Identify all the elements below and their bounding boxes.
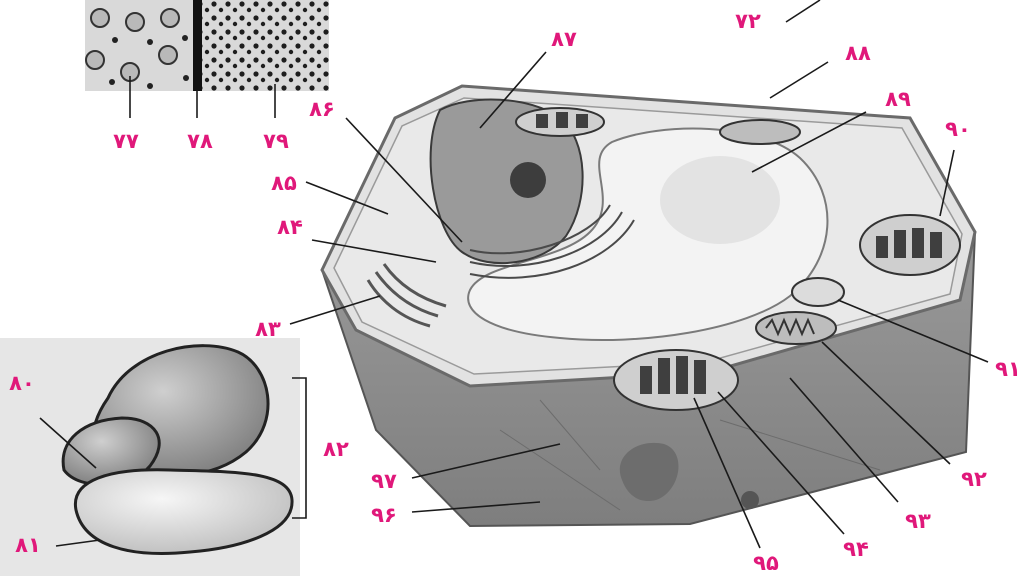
label-90: ۹۰ [945,117,971,141]
label-78: ۷۸ [187,129,213,153]
label-79: ۷۹ [263,129,289,153]
label-92: ۹۲ [961,467,987,491]
label-89: ۸۹ [885,87,911,111]
label-85: ۸۵ [271,171,297,195]
mitochondrion [756,312,836,344]
label-81: ۸۱ [15,533,41,557]
label-72: ۷۲ [735,9,761,33]
ribosome-illustration [0,338,300,576]
leader-88 [770,62,828,98]
plant-cell [322,86,975,526]
label-82: ۸۲ [323,437,349,461]
mitochondrion [720,120,800,144]
membrane-wall [193,0,202,92]
label-84: ۸۴ [277,215,303,239]
label-80: ۸۰ [9,371,35,395]
leader-72 [786,0,820,22]
vesicle [792,278,844,306]
chloroplast [516,108,604,136]
label-95: ۹۵ [753,551,779,575]
membrane-inset [84,0,330,92]
chloroplast [860,215,960,275]
label-88: ۸۸ [845,41,871,65]
label-96: ۹۶ [371,503,397,527]
label-97: ۹۷ [371,469,397,493]
label-93: ۹۳ [905,509,931,533]
label-86: ۸۶ [309,97,335,121]
label-83: ۸۳ [255,317,281,341]
nucleolus [510,162,546,198]
label-87: ۸۷ [551,27,577,51]
label-91: ۹۱ [995,357,1021,381]
label-94: ۹۴ [843,537,869,561]
label-77: ۷۷ [113,129,139,153]
chloroplast [614,350,738,410]
